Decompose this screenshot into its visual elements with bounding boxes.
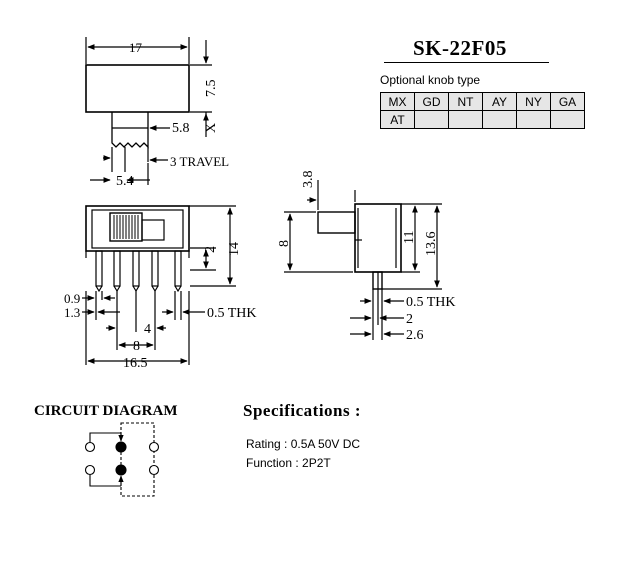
specifications-heading: Specifications : <box>243 401 362 420</box>
knob-cell: MX <box>380 92 415 111</box>
dim-17: 17 <box>129 40 143 55</box>
dim-5.8: 5.8 <box>172 121 190 136</box>
front-view <box>82 205 236 365</box>
contact-bottom-right <box>148 464 160 476</box>
dim-thk-side: 0.5 THK <box>406 295 456 310</box>
knob-cell <box>550 110 585 129</box>
spec-function: Function : 2P2T <box>246 456 331 470</box>
knob-cell: AT <box>380 110 415 129</box>
dim-2.6: 2.6 <box>406 328 424 343</box>
knob-cell <box>516 110 551 129</box>
model-title: SK-22F05 <box>413 36 507 60</box>
dim-16.5: 16.5 <box>123 356 148 371</box>
title-underline <box>384 62 549 63</box>
circuit-diagram <box>84 422 160 497</box>
dim-1.3: 1.3 <box>64 305 80 320</box>
knob-cell: GA <box>550 92 585 111</box>
knob-cell <box>482 110 517 129</box>
dim-13.6: 13.6 <box>424 232 439 257</box>
dim-x: X <box>204 123 219 133</box>
dim-8-side: 8 <box>277 240 292 247</box>
dim-thk-front: 0.5 THK <box>207 306 257 321</box>
knob-cell: NY <box>516 92 551 111</box>
dim-2-front: 2 <box>203 246 218 253</box>
knob-row: MX GD NT AY NY GA <box>380 92 585 111</box>
knob-type-label: Optional knob type <box>380 73 481 87</box>
contact-top-center <box>115 441 127 453</box>
dim-0.9: 0.9 <box>64 291 80 306</box>
dim-11: 11 <box>402 231 417 244</box>
knob-cell: AY <box>482 92 517 111</box>
knob-row: AT <box>380 110 585 129</box>
knob-cell <box>414 110 449 129</box>
dim-travel: 3 TRAVEL <box>170 154 229 169</box>
top-view <box>85 37 212 185</box>
circuit-heading: CIRCUIT DIAGRAM <box>34 403 178 419</box>
dim-5.4: 5.4 <box>116 174 134 189</box>
dim-2-side: 2 <box>406 312 413 327</box>
knob-type-table: MX GD NT AY NY GA AT <box>380 92 585 129</box>
dim-7.5: 7.5 <box>204 80 219 98</box>
side-view <box>284 180 442 340</box>
knob-cell: NT <box>448 92 483 111</box>
knob-cell <box>448 110 483 129</box>
dim-4: 4 <box>144 322 151 337</box>
spec-rating: Rating : 0.5A 50V DC <box>246 437 361 451</box>
dim-3.8: 3.8 <box>301 171 316 189</box>
dim-14: 14 <box>227 242 242 256</box>
contact-top-right <box>148 441 160 453</box>
contact-top-left <box>84 441 96 453</box>
dimension-labels: 17 7.5 5.8 X 3 TRAVEL 5.4 2 14 0.9 1.3 0… <box>64 40 456 371</box>
contact-bottom-left <box>84 464 96 476</box>
dim-8-front: 8 <box>133 339 140 354</box>
knob-cell: GD <box>414 92 449 111</box>
contact-bottom-center <box>115 464 127 476</box>
